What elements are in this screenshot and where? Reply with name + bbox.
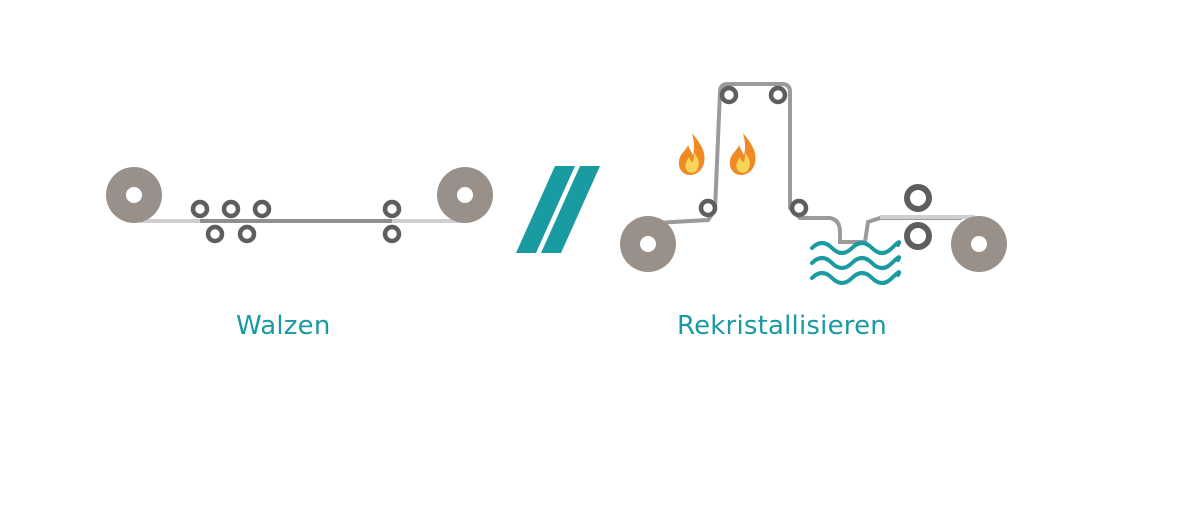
recrystallizing-label: Rekristallisieren	[677, 311, 887, 341]
roller-icon	[221, 199, 241, 219]
flame-icon	[678, 133, 705, 175]
roller-icon	[698, 198, 718, 218]
roller-icon	[768, 85, 788, 105]
water-waves-icon	[810, 240, 902, 285]
roller-icon	[382, 199, 402, 219]
coil-icon	[620, 216, 676, 272]
coil-icon	[951, 216, 1007, 272]
coil-icon	[106, 167, 162, 223]
roller-icon	[789, 198, 809, 218]
rolling-line	[106, 167, 493, 244]
roller-icon	[382, 224, 402, 244]
recrystallizing-line	[620, 82, 1007, 285]
roller-icon	[252, 199, 272, 219]
roller-icon	[237, 224, 257, 244]
flame-icon	[729, 133, 756, 175]
strip	[654, 82, 962, 244]
roller-icon	[190, 199, 210, 219]
double-slash-icon	[516, 166, 600, 253]
roller-icon	[904, 222, 932, 250]
roller-icon	[719, 85, 739, 105]
coil-icon	[437, 167, 493, 223]
rolling-label: Walzen	[236, 311, 331, 341]
roller-icon	[205, 224, 225, 244]
roller-icon	[904, 184, 932, 212]
